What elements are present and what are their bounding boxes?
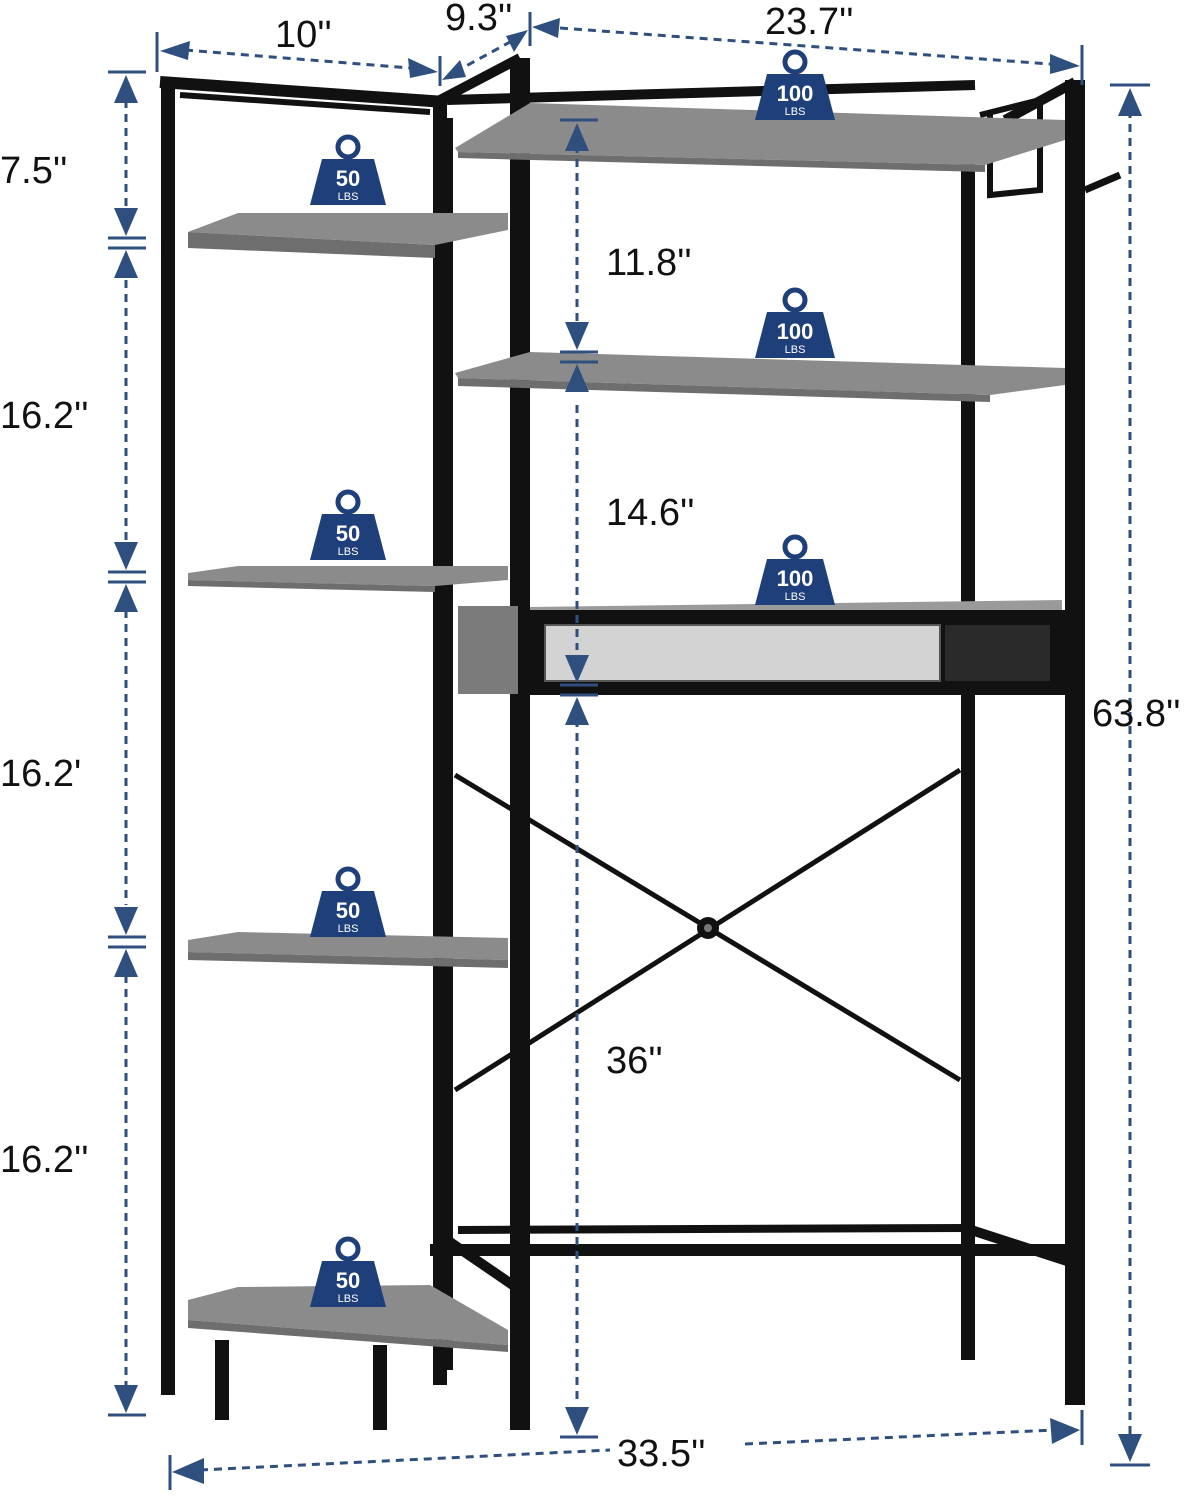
main-unit-frame <box>430 53 1122 1430</box>
weight-badge-icon: 50 LBS <box>310 489 386 560</box>
dim-main-width: 23.7'' <box>765 1 853 43</box>
badge-value: 100 <box>777 566 814 591</box>
badge-unit: LBS <box>338 923 359 935</box>
badge-value: 100 <box>777 81 814 106</box>
dim-total-height: 63.8'' <box>1092 693 1180 735</box>
badge-value: 50 <box>336 166 360 191</box>
dim-left-gap-3: 16.2'' <box>0 1139 88 1181</box>
dim-total-width: 33.5'' <box>617 1433 705 1475</box>
dim-side-depth: 10'' <box>275 14 332 56</box>
dimension-lines <box>124 26 1132 1472</box>
dim-right-bottom-gap: 36'' <box>606 1040 663 1082</box>
badge-value: 100 <box>777 319 814 344</box>
badge-unit: LBS <box>785 591 806 603</box>
side-shelf-1 <box>188 213 508 258</box>
badge-unit: LBS <box>338 191 359 203</box>
dim-left-gap-2: 16.2' <box>0 753 81 795</box>
badge-unit: LBS <box>338 546 359 558</box>
weight-badge-icon: 50 LBS <box>310 1236 386 1307</box>
dim-right-top-gap: 11.8'' <box>606 242 692 284</box>
badge-unit: LBS <box>785 106 806 118</box>
badge-unit: LBS <box>338 1293 359 1305</box>
weight-badge-icon: 50 LBS <box>310 134 386 205</box>
main-shelf-middle <box>455 352 1065 402</box>
badge-value: 50 <box>336 898 360 923</box>
dim-left-gap-1: 16.2'' <box>0 395 88 437</box>
brace-center-joint <box>697 917 719 939</box>
side-unit-frame <box>159 76 447 1395</box>
badge-value: 50 <box>336 1268 360 1293</box>
dimension-arrowheads <box>114 18 1142 1484</box>
main-shelf-top <box>455 103 1065 172</box>
weight-badge-icon: 100 LBS <box>755 49 835 120</box>
dim-main-depth: 9.3'' <box>445 0 512 39</box>
badge-unit: LBS <box>785 344 806 356</box>
weight-badge-icon: 50 LBS <box>310 866 386 937</box>
side-shelf-3 <box>188 932 508 968</box>
main-drawer-shelf <box>458 600 1065 695</box>
weight-badge-icon: 100 LBS <box>755 534 835 605</box>
dim-left-top-gap: 7.5'' <box>0 150 67 192</box>
weight-badge-icon: 100 LBS <box>755 287 835 358</box>
side-shelf-2 <box>188 566 508 592</box>
weight-badges: 100 LBS 100 LBS 100 LBS 50 LBS 50 LBS <box>310 49 835 1307</box>
dimension-labels: 10'' 9.3'' 23.7'' 7.5'' 16.2'' 16.2' 16.… <box>0 0 1180 1475</box>
dimension-ticks <box>108 12 1150 1490</box>
dim-right-mid-gap: 14.6'' <box>606 492 694 534</box>
side-shelf-4 <box>188 1285 508 1430</box>
badge-value: 50 <box>336 521 360 546</box>
